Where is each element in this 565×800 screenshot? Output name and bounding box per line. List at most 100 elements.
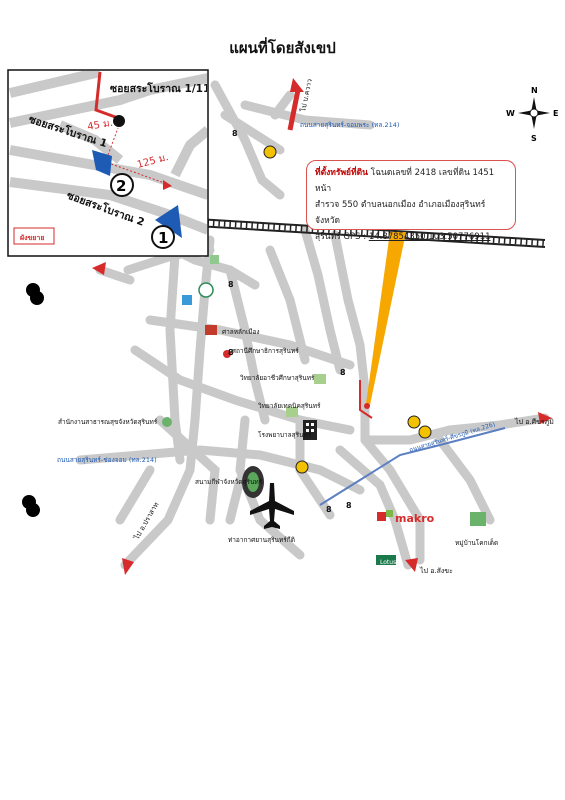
road — [300, 225, 345, 375]
poi-icons — [162, 145, 486, 565]
inset-dist-line — [107, 127, 119, 156]
school-icon — [182, 295, 192, 305]
svg-text:8: 8 — [228, 348, 234, 357]
road — [435, 435, 495, 525]
makro-label: makro — [395, 512, 435, 525]
airplane-icon — [250, 483, 294, 529]
road — [145, 315, 355, 370]
gps-coordinates[interactable]: 14.87854350,103.50776911 — [368, 232, 491, 242]
direction-label: ไป อ.สังขะ — [419, 566, 453, 575]
svg-text:8: 8 — [346, 501, 352, 510]
marker-2-label: 2 — [116, 177, 126, 195]
arrow-up-icon — [290, 78, 304, 92]
highway-line — [319, 427, 506, 506]
road — [75, 445, 365, 495]
marker-pointer-2 — [92, 150, 112, 176]
place-label: หมู่บ้านโคกเด็ด — [455, 538, 498, 547]
office-icon — [223, 350, 231, 358]
place-label: สถานีศึกษาธิการสุรินทร์ — [232, 347, 299, 355]
road — [240, 100, 375, 130]
road — [210, 80, 285, 200]
compass-rose-icon: N S E W — [506, 86, 558, 143]
compass-w: W — [506, 109, 515, 118]
health-office-icon — [162, 417, 172, 427]
fuel-station-icon — [263, 145, 277, 159]
fuel-station-icon — [295, 460, 309, 474]
place-label: วิทยาลัยเทคนิคสุรินทร์ — [258, 402, 321, 410]
road — [225, 475, 245, 525]
road — [265, 245, 310, 365]
road — [225, 265, 270, 425]
school-icon — [314, 374, 326, 384]
fuel-station-icon — [418, 425, 432, 439]
marker-2-icon — [110, 173, 134, 197]
road — [335, 445, 413, 570]
lotus-label: Lotus — [380, 559, 396, 566]
inset-map: 2 1 ซอยสระโบราณ 1/11 ซอยสระโบราณ 1 ซอยสร… — [7, 69, 210, 257]
school-icon — [286, 407, 298, 417]
page-title: แผนที่โดยสังเขป — [229, 39, 336, 57]
marker-1-label: 1 — [158, 229, 168, 247]
road — [155, 415, 220, 525]
inset-property-marker-icon — [113, 115, 125, 127]
direction-label: ไป อ.ศีขรภูมิ — [514, 417, 554, 426]
makro-icon — [377, 512, 386, 521]
inset-dist-short: 45 ม. — [87, 118, 114, 133]
inset-legend-label: ผังขยาย — [20, 234, 44, 242]
inset-soi-top: ซอยสระโบราณ 1/11 — [110, 82, 210, 95]
property-marker-icon — [364, 403, 370, 409]
place-label: ศาลหลักเมือง — [222, 328, 260, 336]
binder-hole — [26, 503, 40, 517]
fuel-station-icon — [407, 415, 421, 429]
makro-icon — [386, 510, 393, 517]
shrine-icon — [205, 325, 217, 335]
road-label-hwy214-top: ถนนสายสุรินทร์-จอมพระ (ทล.214) — [300, 121, 399, 129]
road — [115, 465, 155, 525]
arrow-right-icon — [538, 412, 552, 424]
direction-label: ไป บ.ควาว — [298, 78, 314, 114]
road — [360, 413, 550, 445]
marker-pointer-1 — [155, 205, 182, 238]
info-line-3: สุรินทร์ GPS : 14.87854350,103.50776911 — [315, 229, 507, 245]
government-seal-icon — [198, 282, 214, 298]
inset-dist-line — [99, 159, 171, 186]
place-label: สนามกีฬาจังหวัดสุรินทร์ — [195, 478, 263, 486]
place-label: วิทยาลัยอาชีวศึกษาสุรินทร์ — [240, 374, 315, 382]
property-info-box: ที่ตั้งทรัพย์ที่ดิน โฉนดเลขที่ 2418 เลขท… — [306, 160, 516, 242]
direction-arrows — [92, 78, 552, 575]
svg-text:8: 8 — [340, 368, 346, 377]
arrow-down-icon — [405, 558, 418, 572]
road — [95, 265, 135, 285]
svg-text:8: 8 — [232, 129, 238, 138]
info-line-2: สำรวจ 550 ตำบลนอกเมือง อำเภอเมืองสุรินทร… — [315, 200, 486, 226]
road-label-hwy214-left: ถนนสายสุรินทร์-ช่องจอม (ทล.214) — [57, 456, 157, 464]
road — [120, 235, 215, 570]
place-label: โรงพยาบาลสุรินทร์ — [258, 431, 312, 439]
village-icon — [470, 512, 486, 526]
lotus-icon — [376, 555, 396, 565]
arrow-left-icon — [92, 262, 106, 275]
info-line3-prefix: สุรินทร์ GPS : — [315, 232, 369, 242]
compass-s: S — [531, 134, 537, 143]
binder-hole — [30, 291, 44, 305]
marker-1-icon — [151, 225, 175, 249]
compass-e: E — [553, 109, 558, 118]
arrow-down-icon — [122, 558, 134, 575]
svg-text:8: 8 — [228, 280, 234, 289]
info-line1-rest: โฉนดเลขที่ 2418 เลขที่ดิน 1451 หน้า — [315, 168, 495, 194]
highway-shields: 8 8 8 8 8 8 — [228, 129, 352, 514]
place-label: ท่าอากาศยานสุรินทร์กีติ — [228, 536, 295, 544]
property-route — [359, 380, 373, 419]
road — [360, 435, 425, 565]
info-heading: ที่ตั้งทรัพย์ที่ดิน — [315, 168, 368, 178]
svg-text:8: 8 — [326, 505, 332, 514]
place-label: สำนักงานสาธารณสุขจังหวัดสุรินทร์ — [58, 418, 158, 426]
stadium-icon — [242, 466, 264, 498]
arrow-right-icon — [163, 180, 172, 190]
hospital-icon — [303, 420, 317, 440]
road — [220, 110, 285, 155]
property-pointer — [366, 232, 406, 405]
compass-n: N — [531, 86, 538, 95]
road — [270, 90, 295, 120]
